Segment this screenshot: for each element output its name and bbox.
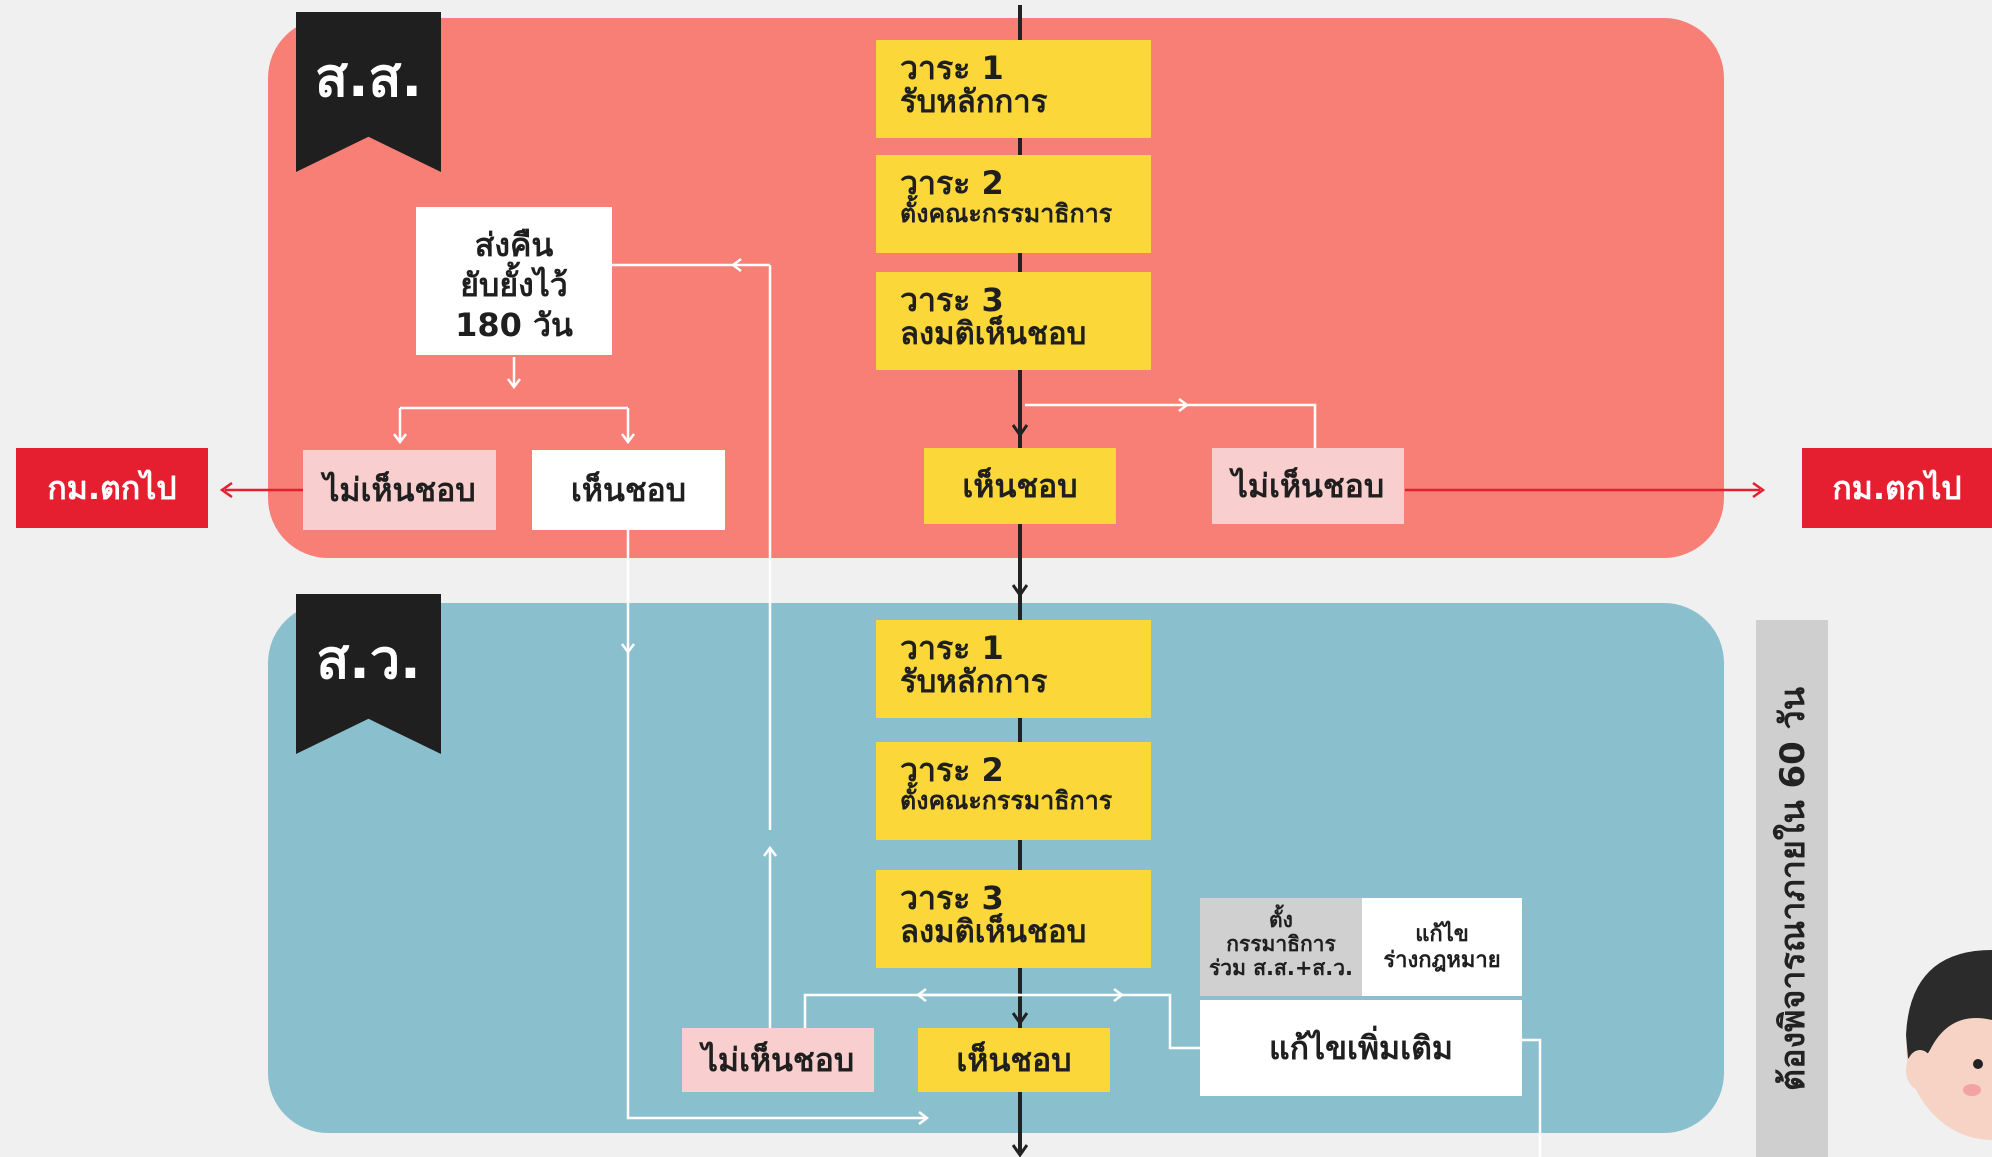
senate-reject-box: ไม่เห็นชอบ [682, 1028, 874, 1092]
house-reading-1-title: วาระ 1 [900, 49, 1004, 87]
revise-draft-box: แก้ไข ร่างกฎหมาย [1362, 898, 1522, 996]
house-reading-3-title: วาระ 3 [900, 281, 1004, 319]
house-reading-1-sub: รับหลักการ [900, 83, 1048, 120]
bill-fails-right: กม.ตกไป [1802, 448, 1992, 528]
revise-line-1: แก้ไข [1415, 922, 1469, 947]
senate-reading-1: วาระ 1 รับหลักการ [876, 620, 1151, 718]
house-reading-3: วาระ 3 ลงมติเห็นชอบ [876, 272, 1151, 370]
house-reject-box: ไม่เห็นชอบ [1212, 448, 1404, 524]
joint-line-1: ตั้ง [1269, 908, 1293, 932]
house-reading-2-sub: ตั้งคณะกรรมาธิการ [900, 198, 1113, 228]
joint-line-3: ร่วม ส.ส.+ส.ว. [1209, 956, 1353, 981]
house-approve-box: เห็นชอบ [924, 448, 1116, 524]
senate-reading-1-sub: รับหลักการ [900, 663, 1048, 700]
deadline-bar: ต้องพิจารณาภายใน 60 วัน [1756, 620, 1828, 1157]
senate-reading-1-title: วาระ 1 [900, 629, 1004, 667]
house-reading-2: วาระ 2 ตั้งคณะกรรมาธิการ [876, 155, 1151, 253]
return-line-1: ส่งคืน [474, 226, 554, 264]
senate-reading-3: วาระ 3 ลงมติเห็นชอบ [876, 870, 1151, 968]
senate-reading-2-sub: ตั้งคณะกรรมาธิการ [900, 785, 1113, 815]
joint-line-2: กรรมาธิการ [1226, 932, 1336, 957]
return-line-3: 180 วัน [455, 306, 573, 344]
senate-reading-2: วาระ 2 ตั้งคณะกรรมาธิการ [876, 742, 1151, 840]
mascot-illustration [1906, 950, 1992, 1140]
house-reading-1: วาระ 1 รับหลักการ [876, 40, 1151, 138]
deadline-label: ต้องพิจารณาภายใน 60 วัน [1773, 686, 1813, 1091]
joint-committee-box: ตั้ง กรรมาธิการ ร่วม ส.ส.+ส.ว. [1200, 898, 1362, 996]
house-reading-3-sub: ลงมติเห็นชอบ [900, 315, 1087, 352]
reconsider-reject-box: ไม่เห็นชอบ [303, 450, 496, 530]
return-line-2: ยับยั้งไว้ [460, 266, 568, 304]
senate-reading-3-title: วาระ 3 [900, 879, 1004, 917]
reconsider-approve-box: เห็นชอบ [532, 450, 725, 530]
amend-box: แก้ไขเพิ่มเติม [1200, 1000, 1522, 1096]
house-reading-2-title: วาระ 2 [900, 164, 1004, 202]
return-veto-box: ส่งคืน ยับยั้งไว้ 180 วัน [416, 207, 612, 355]
senate-reading-3-sub: ลงมติเห็นชอบ [900, 913, 1087, 950]
revise-line-2: ร่างกฎหมาย [1383, 948, 1501, 974]
senate-reading-2-title: วาระ 2 [900, 751, 1004, 789]
senate-approve-box: เห็นชอบ [918, 1028, 1110, 1092]
bill-fails-left: กม.ตกไป [16, 448, 208, 528]
